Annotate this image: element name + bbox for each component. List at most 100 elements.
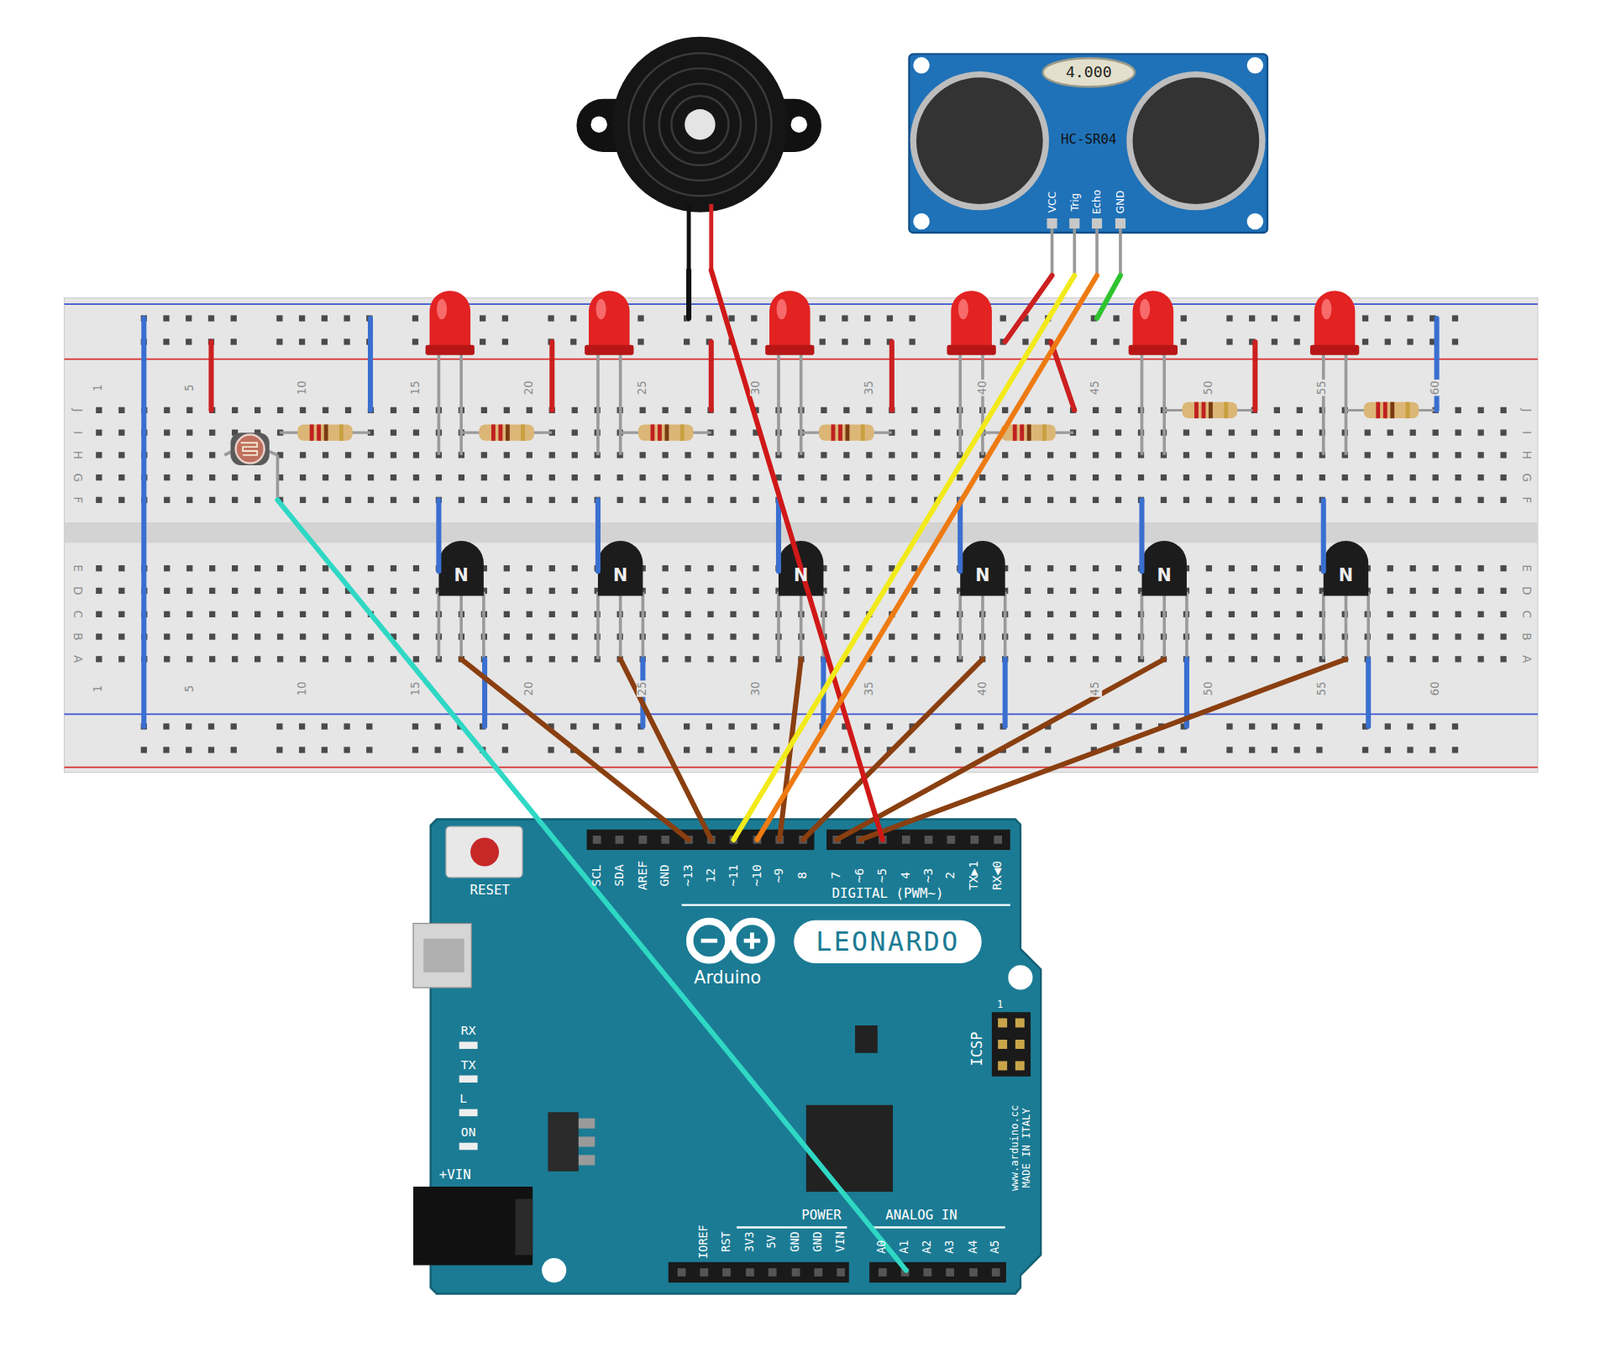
column-number: 35: [863, 680, 877, 697]
breadboard-holes-part: [1138, 474, 1144, 481]
breadboard-holes-part: [1477, 587, 1484, 594]
breadboard-parts-part: [1201, 402, 1207, 419]
breadboard-holes-part: [185, 746, 192, 753]
breadboard-holes-part: [390, 655, 397, 662]
breadboard-holes-part: [345, 611, 352, 618]
column-number: 45: [1089, 680, 1102, 697]
row-letter: G: [70, 472, 84, 483]
header-pins-part: [699, 1268, 709, 1277]
breadboard-holes-part: [163, 474, 170, 481]
breadboard-holes-part: [750, 746, 757, 753]
breadboard-holes-part: [254, 474, 261, 481]
breadboard-holes-part: [254, 655, 261, 662]
breadboard-holes-part: [977, 746, 984, 753]
breadboard-holes-part: [118, 474, 125, 481]
breadboard-holes-part: [1115, 633, 1122, 640]
breadboard-holes-part: [865, 633, 872, 640]
breadboard-holes-part: [841, 746, 848, 753]
breadboard-holes-part: [1387, 451, 1394, 458]
header-pins-part: [878, 1268, 887, 1277]
wires-part: [620, 659, 712, 840]
breadboard-holes-part: [413, 611, 420, 618]
column-number: 30: [750, 680, 763, 697]
breadboard-holes-part: [95, 611, 102, 618]
breadboard-holes-part: [752, 474, 759, 481]
breadboard-holes-part: [843, 451, 850, 458]
arduino-board-part: [578, 1154, 595, 1165]
button-label: RESET: [469, 883, 510, 898]
breadboard-parts-part: [776, 592, 781, 660]
breadboard-holes-part: [1158, 746, 1165, 753]
breadboard-holes-part: [908, 314, 915, 321]
pin-name: 2: [944, 871, 958, 880]
wires-part: [686, 270, 692, 319]
breadboard-holes-part: [299, 565, 306, 572]
wires-part: [208, 341, 214, 410]
breadboard-holes-part: [299, 474, 306, 481]
breadboard-holes-part: [481, 451, 488, 458]
breadboard-parts-part: [598, 540, 643, 597]
breadboard-holes-part: [163, 565, 170, 572]
buzzer-part: [659, 83, 741, 166]
breadboard-holes-part: [1024, 611, 1031, 618]
breadboard-holes-part: [1228, 474, 1235, 481]
breadboard-holes-part: [706, 314, 713, 321]
breadboard-holes-part: [277, 407, 284, 414]
breadboard-holes-part: [95, 451, 102, 458]
ultrasonic-sensor-part: [1247, 213, 1264, 230]
breadboard-holes-part: [231, 611, 238, 618]
breadboard-holes-part: [1047, 497, 1054, 504]
breadboard-holes-part: [1410, 429, 1417, 436]
breadboard-holes-part: [1384, 338, 1391, 345]
breadboard-holes-part: [1294, 746, 1301, 753]
pin-name: ~3: [922, 868, 936, 884]
breadboard-holes-part: [1500, 655, 1506, 662]
breadboard-holes-part: [1452, 723, 1459, 730]
breadboard-holes-part: [503, 655, 510, 662]
breadboard-holes-part: [1384, 746, 1391, 753]
transistor-mark: N: [793, 566, 808, 586]
transistor-mark: N: [453, 566, 468, 586]
breadboard-holes-part: [322, 565, 329, 572]
breadboard-holes-part: [186, 474, 193, 481]
wires-part: [756, 275, 1097, 840]
transistor-mark: N: [1157, 566, 1172, 586]
breadboard-parts-part: [436, 299, 447, 320]
arduino-board-part: [736, 1226, 847, 1228]
breadboard-holes-part: [231, 497, 238, 504]
breadboard-holes-part: [570, 723, 577, 730]
breadboard-holes-part: [729, 565, 736, 572]
breadboard-holes-part: [141, 746, 147, 753]
breadboard-holes-part: [684, 407, 691, 414]
breadboard-holes-part: [729, 611, 736, 618]
breadboard-holes-part: [752, 565, 759, 572]
breadboard-holes-part: [1226, 338, 1233, 345]
wires-part: [1005, 275, 1053, 342]
breadboard-holes-part: [1296, 655, 1303, 662]
breadboard-holes-part: [209, 655, 216, 662]
breadboard-holes-part: [661, 474, 668, 481]
breadboard-parts-part: [1194, 402, 1199, 419]
breadboard-holes-part: [547, 746, 554, 753]
breadboard-holes-part: [1092, 474, 1099, 481]
breadboard-holes-part: [1410, 587, 1417, 594]
breadboard-holes-part: [661, 587, 668, 594]
buzzer: [576, 36, 822, 271]
breadboard-holes-part: [1362, 338, 1369, 345]
breadboard-holes-part: [209, 565, 216, 572]
breadboard-holes-part: [571, 429, 578, 436]
breadboard-holes-part: [729, 429, 736, 436]
breadboard-holes-part: [911, 633, 918, 640]
buzzer-part: [671, 95, 729, 153]
wires: [143, 270, 1437, 1271]
breadboard-holes-part: [95, 633, 102, 640]
breadboard-holes-part: [1070, 451, 1076, 458]
breadboard-holes-part: [118, 565, 125, 572]
pin-name: VIN: [834, 1231, 848, 1252]
breadboard-holes-part: [750, 723, 757, 730]
ultrasonic-sensor-part: [912, 213, 929, 230]
breadboard-parts-part: [860, 424, 866, 441]
breadboard-parts-part: [1140, 592, 1144, 660]
breadboard-holes-part: [1091, 338, 1097, 345]
header-title: ANALOG IN: [885, 1207, 958, 1223]
